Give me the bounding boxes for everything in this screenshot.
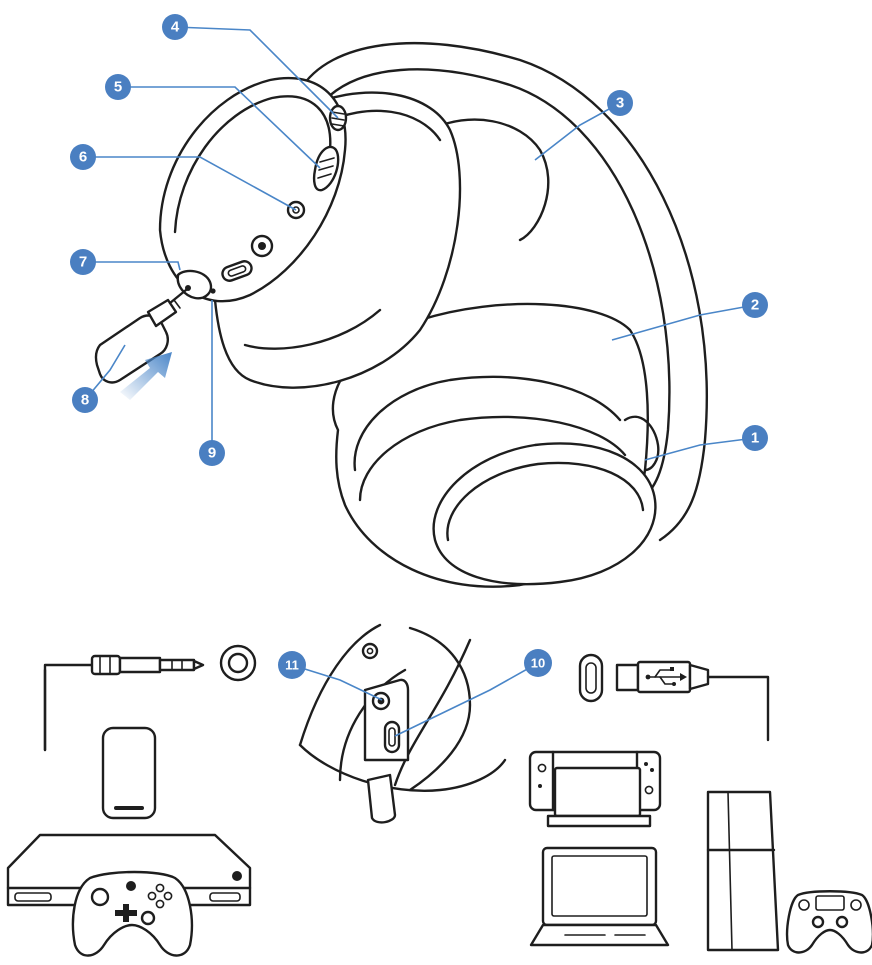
callout-10-label: 10 xyxy=(531,656,545,671)
headset-icon xyxy=(158,41,708,588)
leader-10 xyxy=(394,662,539,737)
callout-10: 10 xyxy=(524,649,552,677)
callout-5-label: 5 xyxy=(114,79,122,96)
callout-8: 8 xyxy=(72,387,98,413)
headset-closeup-icon xyxy=(298,623,507,824)
callout-1: 1 xyxy=(742,425,768,451)
leader-11 xyxy=(291,664,383,701)
callout-11: 11 xyxy=(278,651,306,679)
insert-arrow-icon xyxy=(120,352,172,400)
callout-6: 6 xyxy=(70,144,96,170)
xbox-controller-icon xyxy=(71,870,194,957)
leader-3 xyxy=(534,102,621,161)
callout-4: 4 xyxy=(162,14,188,40)
callout-11-label: 11 xyxy=(285,658,299,673)
leader-8 xyxy=(84,344,126,401)
ps4-controller-icon xyxy=(785,890,872,954)
callout-3-label: 3 xyxy=(616,95,624,112)
leader-6 xyxy=(83,156,297,211)
leader-1 xyxy=(644,437,756,461)
callout-9-label: 9 xyxy=(208,445,216,462)
callout-2-label: 2 xyxy=(751,297,759,314)
callout-3: 3 xyxy=(607,90,633,116)
callout-2: 2 xyxy=(742,292,768,318)
callout-5: 5 xyxy=(105,74,131,100)
callout-7-label: 7 xyxy=(79,254,87,271)
ps4-console-icon xyxy=(706,790,780,952)
leader-4 xyxy=(174,26,339,119)
callout-6-label: 6 xyxy=(79,149,87,166)
callout-1-label: 1 xyxy=(751,430,759,447)
audio-jack-icon xyxy=(219,644,257,682)
leader-2 xyxy=(611,304,756,341)
callout-9: 9 xyxy=(199,440,225,466)
wireless-dongle-icon xyxy=(94,285,191,384)
callout-7: 7 xyxy=(70,249,96,275)
callout-4-label: 4 xyxy=(171,19,180,36)
laptop-icon xyxy=(529,846,670,947)
smartphone-icon xyxy=(101,726,157,820)
callout-leaders xyxy=(83,26,756,737)
usb-c-port-icon xyxy=(578,653,604,703)
switch-console-icon xyxy=(528,750,662,828)
audio-cable-icon xyxy=(43,654,205,752)
usb-cable-icon xyxy=(615,660,770,742)
leader-5 xyxy=(118,86,321,169)
leader-7 xyxy=(83,261,181,271)
callout-8-label: 8 xyxy=(81,392,89,409)
